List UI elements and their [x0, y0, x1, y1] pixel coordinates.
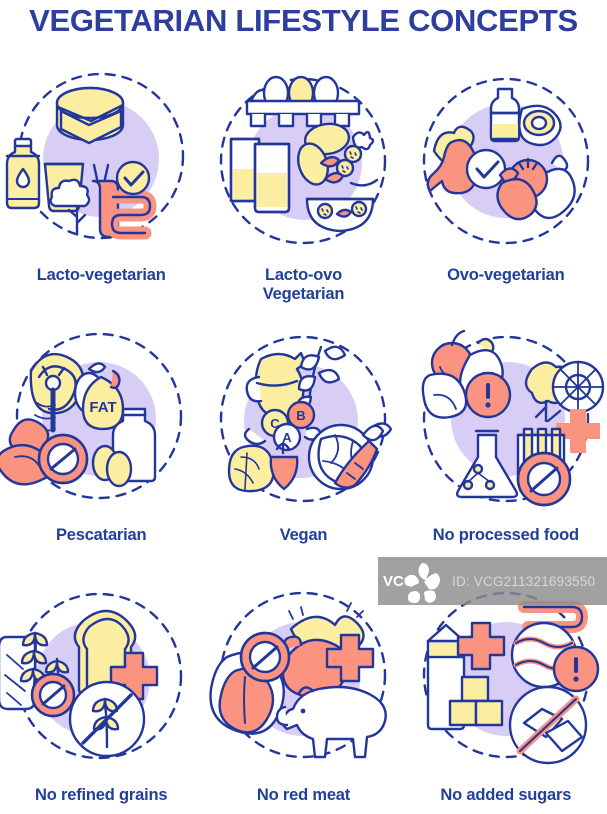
concept-card-lacto-ovo-vegetarian[interactable]: [202, 48, 404, 264]
fat-badge-text: FAT: [90, 399, 117, 416]
concept-card-no-refined-grains[interactable]: [0, 568, 202, 784]
concept-card-no-processed-food[interactable]: [405, 308, 607, 524]
concept-label-cell-no-refined-grains: No refined grains: [0, 784, 202, 814]
concept-card-vegan[interactable]: C B A: [202, 308, 404, 524]
no-processed-food-icon: [406, 311, 606, 521]
concept-label-cell-lacto-vegetarian: Lacto-vegetarian: [0, 264, 202, 308]
concept-label-ovo-vegetarian: Ovo-vegetarian: [447, 266, 565, 284]
label-line-1: Lacto-ovo: [264, 266, 342, 284]
concept-label-vegan: Vegan: [279, 526, 328, 544]
concept-label-cell-lacto-ovo-vegetarian: Lacto-ovo Vegetarian: [202, 264, 404, 308]
no-red-meat-icon: [203, 571, 403, 781]
concept-card-pescatarian[interactable]: FAT: [0, 308, 202, 524]
pescatarian-icon: FAT: [0, 311, 201, 521]
no-added-sugars-icon: [406, 571, 606, 781]
concept-label-cell-no-added-sugars: No added sugars: [405, 784, 607, 814]
concept-label-cell-vegan: Vegan: [202, 524, 404, 568]
vitamin-b-text: B: [297, 408, 306, 423]
concept-card-no-red-meat[interactable]: [202, 568, 404, 784]
vegan-icon: C B A: [203, 311, 403, 521]
vitamin-c-text: C: [271, 416, 281, 431]
concept-card-no-added-sugars[interactable]: [405, 568, 607, 784]
ovo-vegetarian-icon: [406, 51, 606, 261]
concept-label-no-refined-grains: No refined grains: [35, 786, 168, 804]
concept-label-no-red-meat: No red meat: [256, 786, 351, 804]
concept-grid: Lacto-vegetarian Lacto-ovo Vegetarian Ov…: [0, 48, 607, 804]
label-line-2: Vegetarian: [262, 285, 345, 303]
lacto-vegetarian-icon: [1, 51, 201, 261]
concept-label-lacto-ovo-vegetarian: Lacto-ovo Vegetarian: [202, 264, 404, 308]
concept-label-no-added-sugars: No added sugars: [440, 786, 572, 804]
concept-label-cell-no-red-meat: No red meat: [202, 784, 404, 814]
concept-label-cell-ovo-vegetarian: Ovo-vegetarian: [405, 264, 607, 308]
lacto-ovo-vegetarian-icon: [203, 51, 403, 261]
no-refined-grains-icon: [0, 571, 201, 781]
concept-label-cell-pescatarian: Pescatarian: [0, 524, 202, 568]
concept-card-ovo-vegetarian[interactable]: [405, 48, 607, 264]
vitamin-a-text: A: [283, 430, 293, 445]
concept-label-lacto-vegetarian: Lacto-vegetarian: [36, 266, 166, 284]
concept-label-cell-no-processed-food: No processed food: [405, 524, 607, 568]
concept-label-pescatarian: Pescatarian: [55, 526, 147, 544]
concept-label-no-processed-food: No processed food: [432, 526, 579, 544]
page-title: VEGETARIAN LIFESTYLE CONCEPTS: [29, 3, 578, 38]
concept-card-lacto-vegetarian[interactable]: [0, 48, 202, 264]
